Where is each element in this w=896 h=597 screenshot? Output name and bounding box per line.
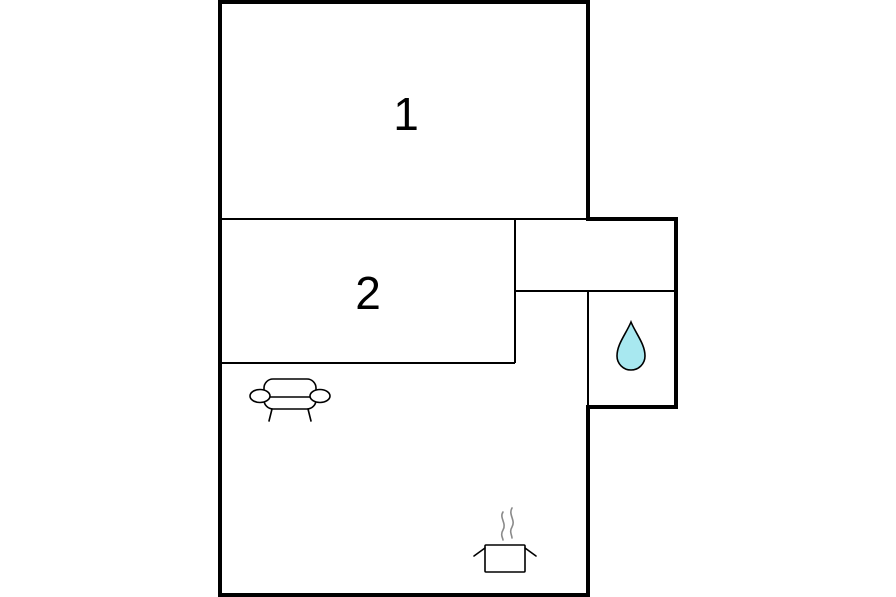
- cooking-pot-icon: [473, 507, 537, 573]
- sofa-icon: [249, 378, 331, 422]
- outer-wall: [218, 0, 678, 597]
- water-drop-icon: [616, 319, 646, 371]
- room-2-label: 2: [355, 267, 381, 319]
- room-1-label: 1: [393, 88, 419, 140]
